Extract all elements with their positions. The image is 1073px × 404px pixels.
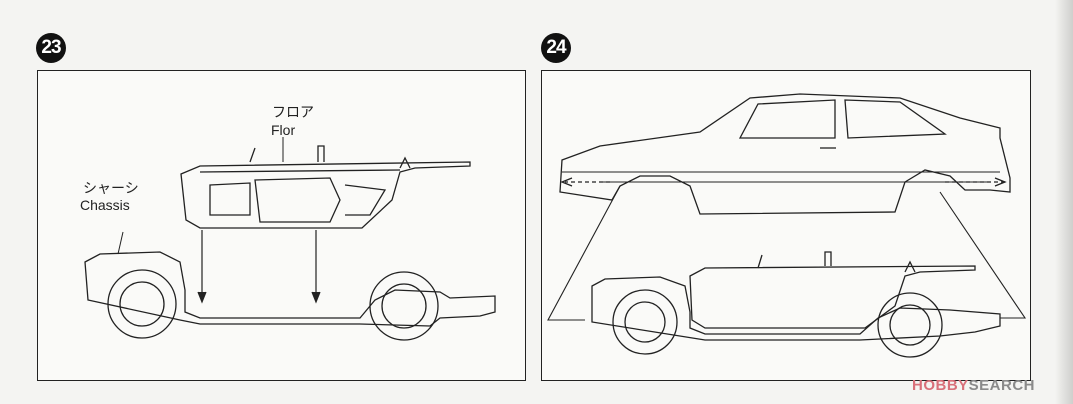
watermark-brand-b: SEARCH [968, 377, 1036, 394]
assembled-chassis [591, 251, 1001, 358]
step-24-panel [541, 70, 1031, 381]
step-number-23: 23 [36, 33, 66, 63]
floor-label-jp: フロア [272, 104, 314, 120]
page-edge-shadow [1055, 0, 1073, 404]
watermark-brand-a: HOBBY [912, 377, 969, 394]
hobby-search-watermark: HOBBYSEARCH [912, 377, 1035, 394]
step-number-24: 24 [541, 33, 571, 63]
car-body [559, 93, 1011, 215]
guide-lines [547, 185, 1027, 321]
chassis-label-en: Chassis [80, 197, 130, 213]
floor-part [180, 137, 471, 229]
chassis-label-jp: シャーシ [83, 180, 139, 196]
chassis-part [84, 231, 496, 341]
floor-label-en: Flor [271, 122, 296, 138]
assembly-arrows [197, 230, 321, 304]
